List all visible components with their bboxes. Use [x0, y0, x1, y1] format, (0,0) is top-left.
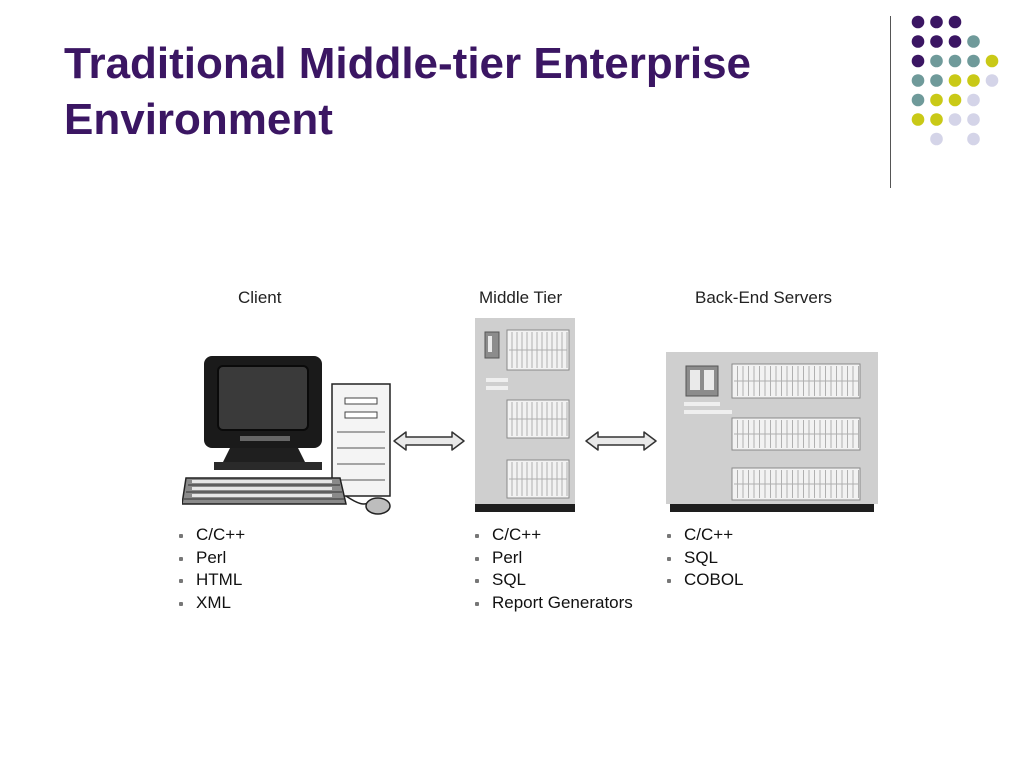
list-item: C/C++ — [474, 524, 633, 547]
decorative-dot — [930, 93, 943, 107]
decorative-dot-grid — [911, 15, 999, 146]
back-end-tech-list: C/C++ SQL COBOL — [666, 524, 744, 592]
double-arrow-icon — [585, 431, 657, 451]
decorative-dot — [985, 74, 999, 87]
decorative-dot — [911, 54, 925, 68]
decorative-dot — [985, 54, 999, 68]
back-end-heading: Back-End Servers — [695, 288, 832, 307]
double-arrow-icon — [393, 431, 465, 451]
client-tech-list: C/C++ Perl HTML XML — [178, 524, 245, 614]
client-heading: Client — [238, 288, 282, 307]
decorative-dot — [967, 113, 980, 126]
decorative-dot — [948, 113, 962, 126]
decorative-divider — [890, 16, 891, 188]
slide-title: Traditional Middle-tier Enterprise Envir… — [64, 36, 864, 148]
decorative-dot — [911, 74, 925, 87]
decorative-dot — [967, 54, 980, 68]
decorative-dot — [911, 35, 925, 48]
decorative-dot — [930, 54, 943, 68]
slide-title-line-2: Environment — [64, 95, 333, 144]
decorative-dot — [948, 54, 962, 68]
decorative-dot — [948, 93, 962, 107]
architecture-diagram: Client Middle Tier Back-End Servers — [170, 280, 890, 620]
list-item: SQL — [666, 547, 744, 570]
decorative-dot — [948, 15, 962, 29]
list-item: Perl — [178, 547, 245, 570]
list-item: Report Generators — [474, 592, 633, 615]
slide-title-line-1: Traditional Middle-tier Enterprise — [64, 39, 752, 88]
middle-tier-heading: Middle Tier — [479, 288, 563, 307]
list-item: XML — [178, 592, 245, 615]
decorative-dot — [967, 35, 980, 48]
decorative-dot — [930, 113, 943, 126]
list-item: C/C++ — [178, 524, 245, 547]
decorative-dot — [911, 93, 925, 107]
decorative-dot — [911, 113, 925, 126]
list-item: HTML — [178, 569, 245, 592]
decorative-dot — [930, 15, 943, 29]
decorative-dot — [930, 35, 943, 48]
desktop-computer-icon — [182, 356, 391, 515]
tower-server-icon — [475, 318, 575, 512]
list-item: COBOL — [666, 569, 744, 592]
list-item: C/C++ — [666, 524, 744, 547]
decorative-dot — [967, 93, 980, 107]
list-item: Perl — [474, 547, 633, 570]
decorative-dot — [930, 132, 943, 146]
decorative-dot — [948, 35, 962, 48]
decorative-dot — [967, 132, 980, 146]
decorative-dot — [948, 74, 962, 87]
decorative-dot — [967, 74, 980, 87]
decorative-dot — [911, 15, 925, 29]
decorative-dot — [930, 74, 943, 87]
list-item: SQL — [474, 569, 633, 592]
mainframe-server-icon — [666, 352, 878, 512]
middle-tier-tech-list: C/C++ Perl SQL Report Generators — [474, 524, 633, 614]
